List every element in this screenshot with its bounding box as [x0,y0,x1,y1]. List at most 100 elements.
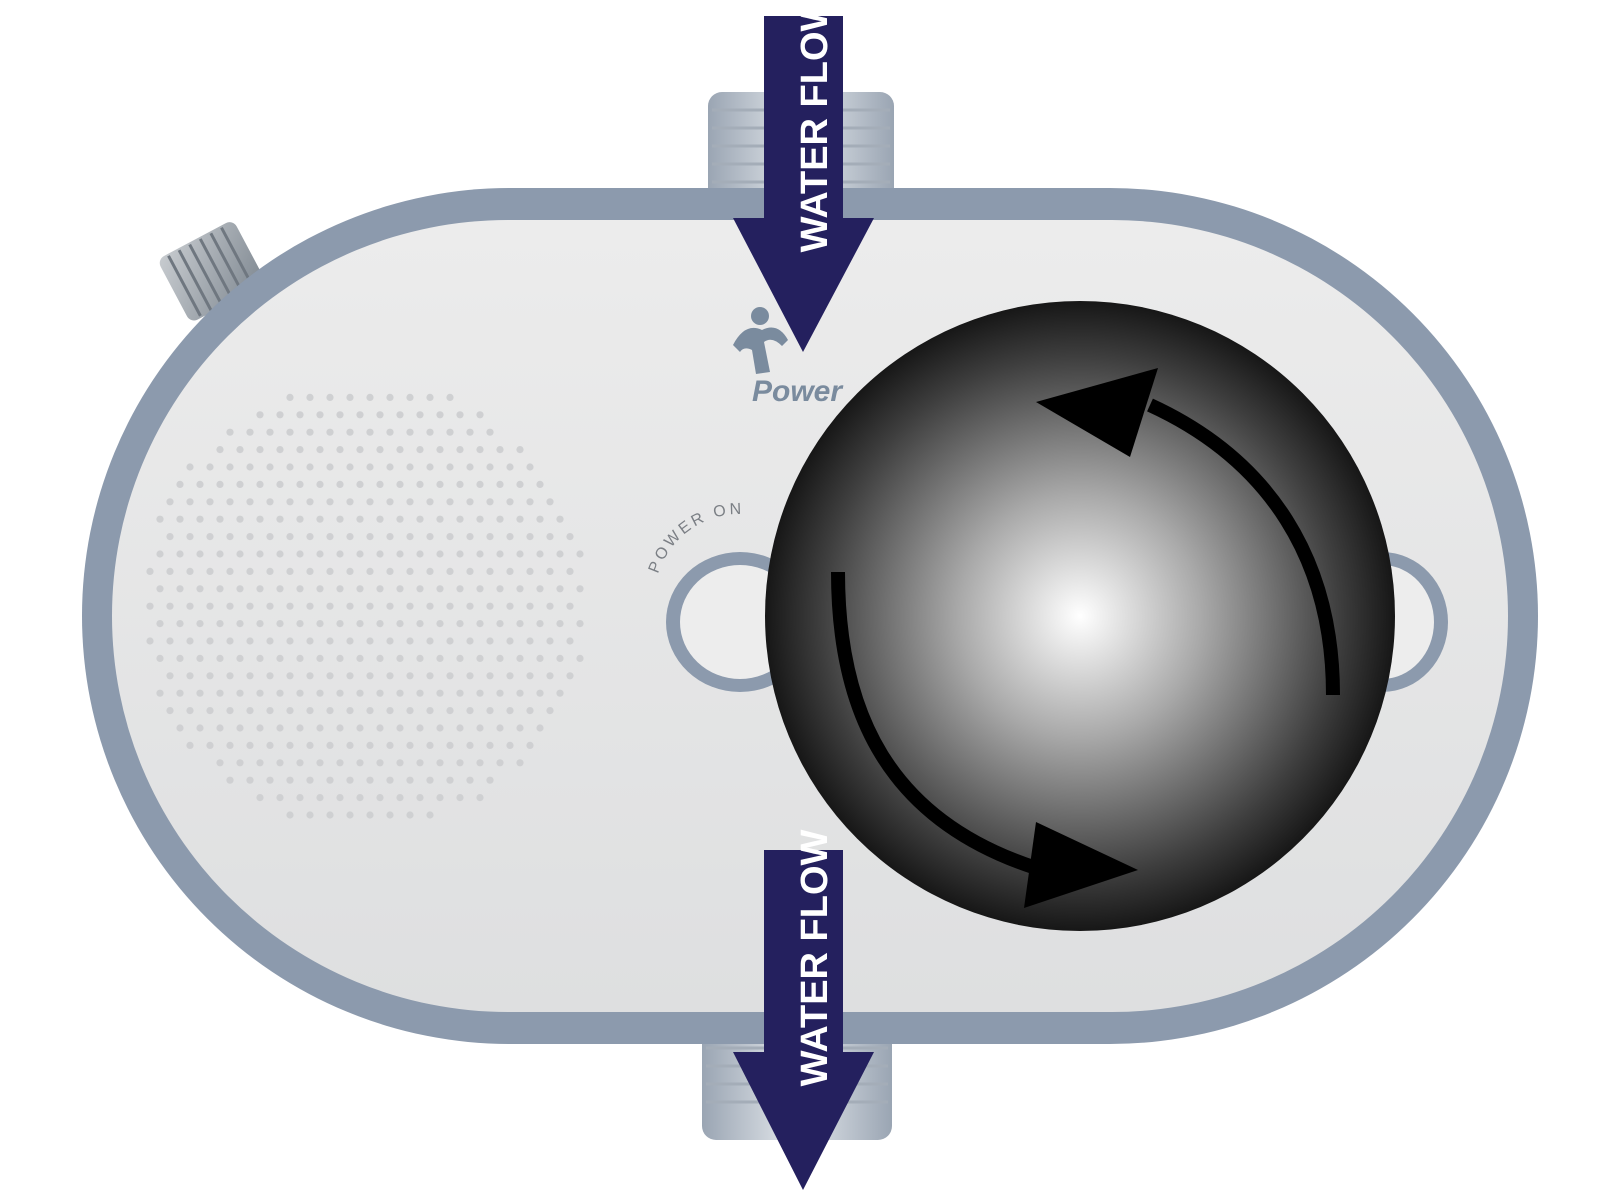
grille-hole [466,463,474,471]
grille-hole [376,480,384,488]
grille-hole [296,446,304,454]
grille-hole [326,637,334,645]
grille-hole [316,654,324,663]
grille-hole [406,498,414,506]
grille-hole [306,707,314,715]
grille-hole [506,567,514,576]
grille-hole [366,533,374,541]
grille-hole [416,759,424,767]
grille-hole [466,428,474,436]
grille-hole [486,567,494,576]
grille-hole [506,602,514,610]
grille-hole [556,550,564,558]
grille-hole [276,446,284,454]
grille-hole [556,585,564,593]
grille-hole [286,741,294,750]
grille-hole [206,602,214,610]
grille-hole [396,654,404,663]
grille-hole [466,741,474,750]
grille-hole [486,498,494,506]
grille-hole [566,672,574,680]
grille-hole [476,585,484,593]
grille-hole [196,550,204,558]
grille-hole [406,637,414,645]
grille-hole [236,480,244,488]
grille-hole [216,620,224,628]
grille-hole [256,585,264,593]
grille-hole [296,411,304,419]
water-flow-arrow-bottom[interactable]: WATER FLOW [733,829,874,1190]
grille-hole [486,602,494,610]
grille-hole [196,515,204,523]
grille-hole [276,620,284,628]
water-flow-arrow-top[interactable]: WATER FLOW [733,0,874,352]
grille-hole [446,463,454,471]
grille-hole [186,533,194,541]
grille-hole [346,637,354,645]
grille-hole [206,707,214,715]
grille-hole [386,463,394,471]
grille-hole [426,533,434,541]
grille-hole [326,533,334,541]
grille-hole [306,602,314,610]
grille-hole [316,724,324,732]
grille-hole [436,515,444,523]
grille-hole [526,498,534,506]
grille-hole [456,515,464,523]
grille-hole [386,533,394,541]
grille-hole [366,498,374,506]
grille-hole [326,707,334,715]
grille-hole [516,515,524,523]
grille-hole [306,428,314,436]
grille-hole [316,550,324,558]
grille-hole [476,550,484,558]
grille-hole [256,446,264,454]
grille-hole [456,585,464,593]
grille-hole [146,637,154,645]
grille-hole [336,689,344,697]
grille-hole [556,654,564,663]
grille-hole [316,620,324,628]
grille-hole [326,776,334,784]
grille-hole [226,741,234,750]
grille-hole [166,602,174,610]
grille-hole [296,654,304,663]
grille-hole [256,480,264,488]
grille-hole [396,689,404,697]
grille-hole [246,498,254,506]
grille-hole [336,654,344,663]
grille-hole [206,741,214,750]
grille-hole [466,637,474,645]
grille-hole [416,620,424,628]
grille-hole [476,411,484,419]
grille-hole [516,689,524,697]
grille-hole [186,637,194,645]
grille-hole [436,689,444,697]
grille-hole [216,480,224,488]
grille-hole [286,533,294,541]
grille-hole [326,741,334,750]
grille-hole [376,654,384,663]
grille-hole [366,567,374,576]
grille-hole [186,463,194,471]
grille-hole [506,463,514,471]
grille-hole [306,811,314,819]
grille-hole [566,567,574,576]
grille-hole [406,776,414,784]
grille-hole [486,533,494,541]
grille-hole [216,585,224,593]
grille-hole [426,428,434,436]
grille-hole [476,794,484,802]
rotation-arrow-bottom [831,571,1138,908]
grille-hole [176,515,184,523]
grille-hole [476,759,484,767]
grille-hole [306,567,314,576]
grille-hole [426,707,434,715]
grille-hole [246,602,254,610]
grille-hole [176,480,184,488]
grille-hole [436,480,444,488]
grille-hole [436,724,444,732]
grille-hole [516,654,524,663]
grille-hole [546,602,554,610]
grille-hole [426,776,434,784]
